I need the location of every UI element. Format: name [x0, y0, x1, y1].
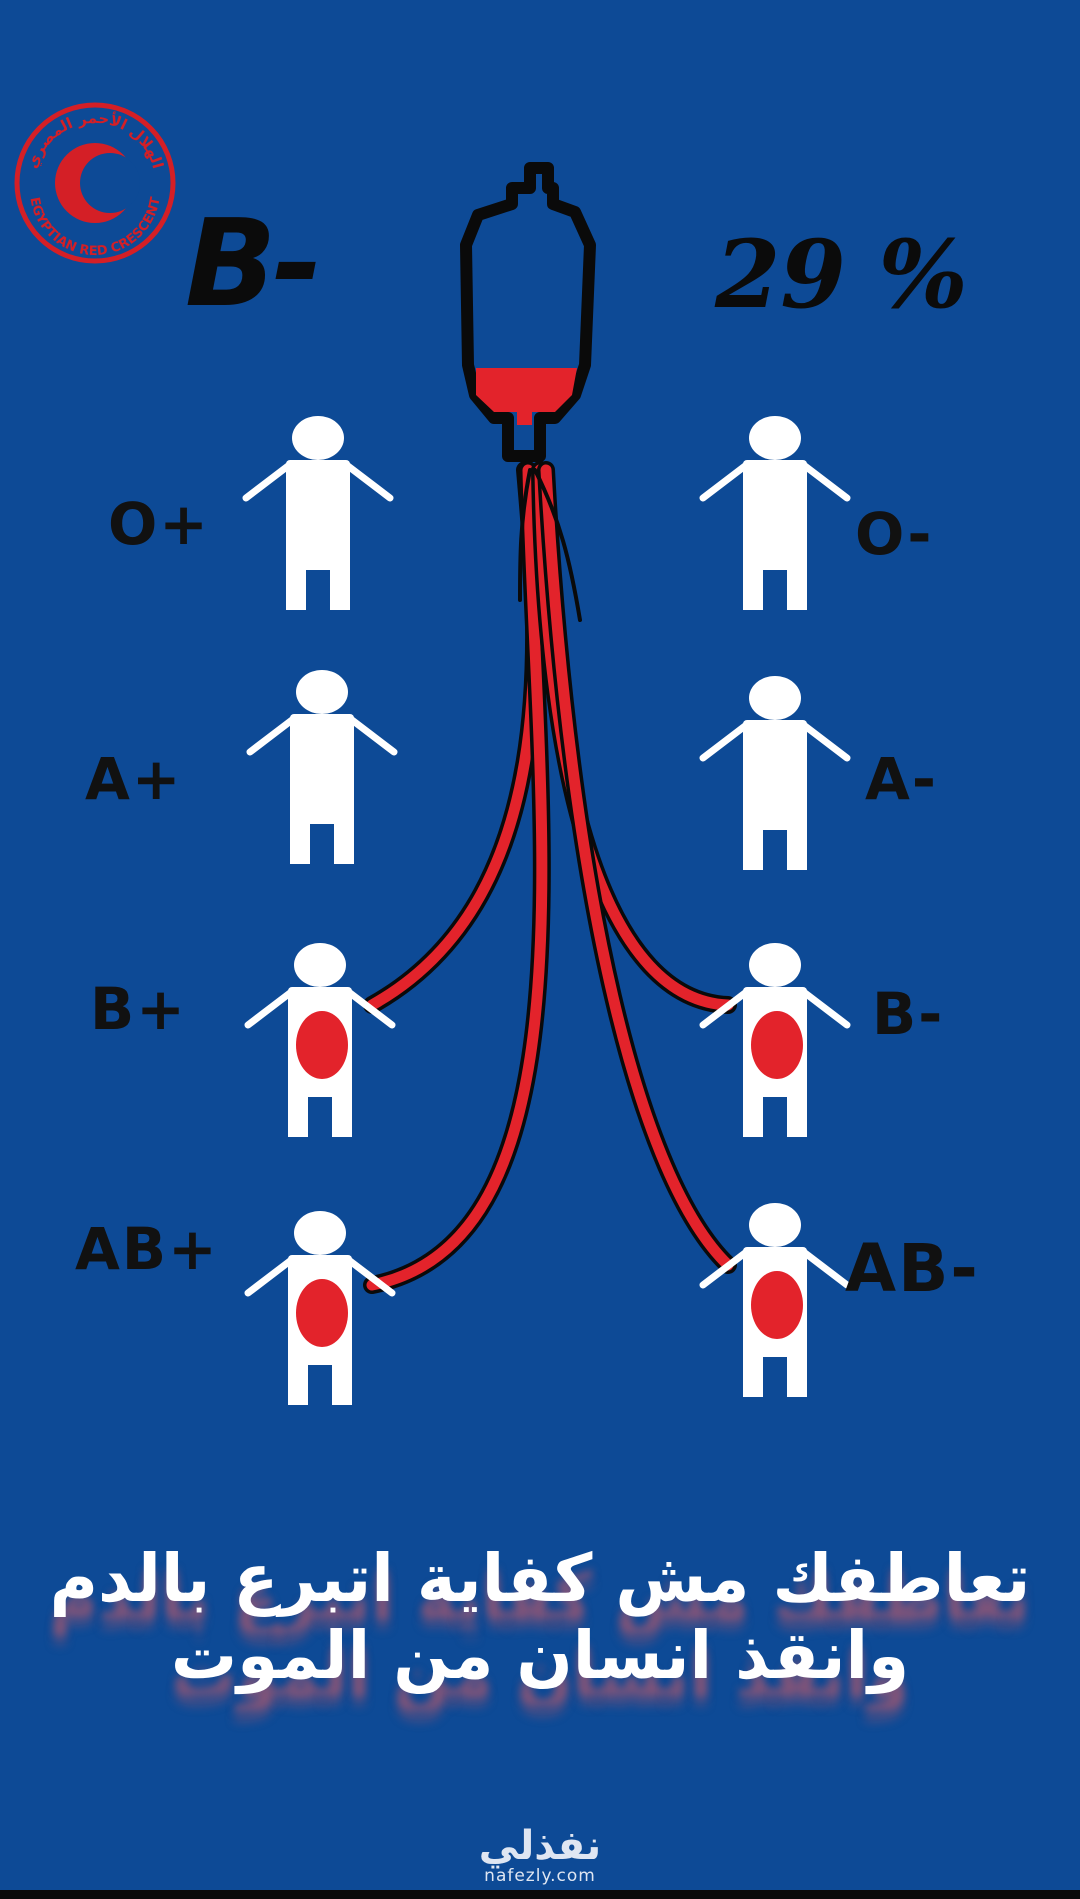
watermark-arabic: نفذلي [478, 1823, 602, 1869]
person-a-negative [699, 676, 851, 870]
donor-blood-type: B- [185, 195, 322, 334]
received-blood [296, 1279, 348, 1347]
donor-percentage: 29 % [715, 220, 968, 330]
label-b-positive: B+ [90, 975, 187, 1043]
watermark: نفذلي nafezly.com [440, 1826, 640, 1886]
label-b-negative: B- [872, 980, 945, 1048]
tagline: تعاطفك مش كفاية اتبرع بالدم وانقذ انسان … [49, 1540, 1031, 1694]
received-blood [751, 1271, 803, 1339]
transfusion-tubes [363, 461, 737, 1294]
blood-bag [460, 162, 596, 462]
person-o-negative [699, 416, 851, 610]
person-ab-negative [699, 1203, 851, 1397]
label-ab-positive: AB+ [75, 1215, 219, 1283]
person-o-positive [242, 416, 394, 610]
red-crescent-logo: الهلال الأحمر المصري EGYPTIAN RED CRESCE… [14, 102, 176, 264]
person-a-positive [246, 670, 398, 864]
figures-group [242, 416, 851, 1405]
bottom-bar [0, 1890, 1080, 1899]
label-a-negative: A- [865, 745, 938, 813]
label-o-positive: O+ [108, 490, 210, 558]
label-a-positive: A+ [85, 745, 183, 813]
label-ab-negative: AB- [845, 1230, 980, 1307]
person-ab-positive [244, 1211, 396, 1405]
received-blood [296, 1011, 348, 1079]
watermark-english: nafezly.com [484, 1866, 596, 1886]
received-blood [751, 1011, 803, 1079]
label-o-negative: O- [855, 500, 934, 568]
blood-level [476, 368, 577, 425]
person-b-positive [244, 943, 396, 1137]
person-b-negative [699, 943, 851, 1137]
